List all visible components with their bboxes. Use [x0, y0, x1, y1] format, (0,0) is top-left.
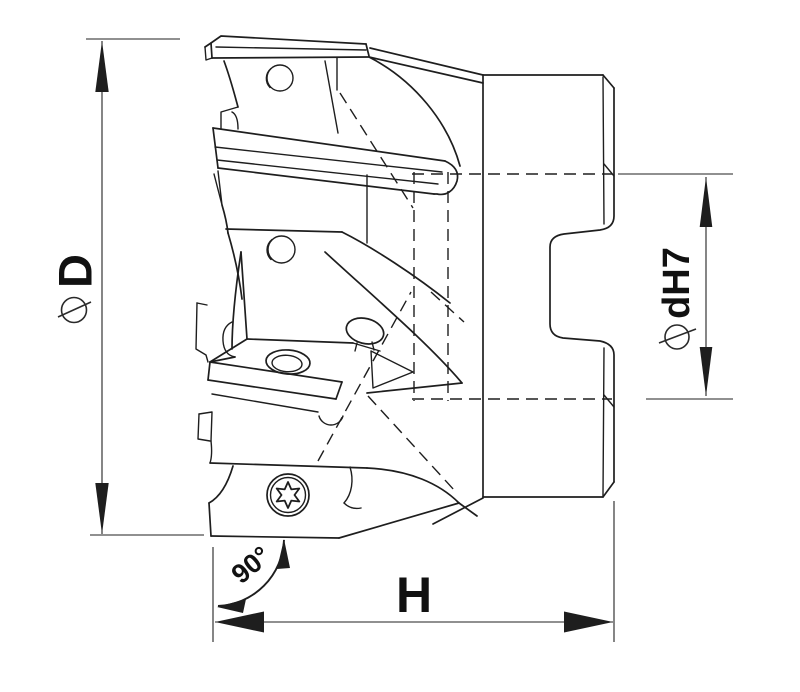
arrowhead-arc-upper-icon: [277, 539, 290, 569]
hub-outline: [368, 47, 615, 525]
arrowhead-right-icon: [564, 611, 613, 633]
tooth-2-screw-hole: [266, 235, 296, 264]
arrowhead-down-icon: [699, 347, 713, 396]
arrowhead-down-icon: [95, 483, 109, 534]
clamp-screw-ellipse: [345, 317, 385, 352]
bore-diameter-label: dH7: [656, 247, 698, 319]
outer-diameter-label: D: [49, 254, 102, 288]
torx-screw-icon: [266, 473, 310, 517]
hidden-bore-lines: [317, 92, 612, 492]
dim-overall-height: H: [212, 501, 615, 642]
tooth-1-outline: [204, 35, 461, 167]
pocket-2-outline: [225, 174, 451, 304]
pocket-4-left-tabs: [195, 302, 213, 464]
height-label: H: [396, 567, 432, 623]
tooth-1-screw-hole: [265, 64, 294, 92]
diameter-symbol: [57, 296, 92, 324]
diameter-symbol: [658, 324, 697, 350]
arrowhead-up-icon: [699, 177, 713, 227]
tooth-3-insert-center-hole: [265, 349, 311, 375]
tooth-4-outline: [208, 462, 478, 539]
dim-outer-diameter: D: [49, 38, 204, 536]
arrowhead-left-icon: [215, 611, 264, 633]
tooth-3-outline: [207, 251, 463, 426]
arrowhead-arc-lower-icon: [217, 599, 246, 613]
tooth-2-outline: [212, 127, 459, 234]
dim-bore-diameter: dH7: [618, 173, 733, 400]
arrowhead-up-icon: [95, 41, 109, 92]
